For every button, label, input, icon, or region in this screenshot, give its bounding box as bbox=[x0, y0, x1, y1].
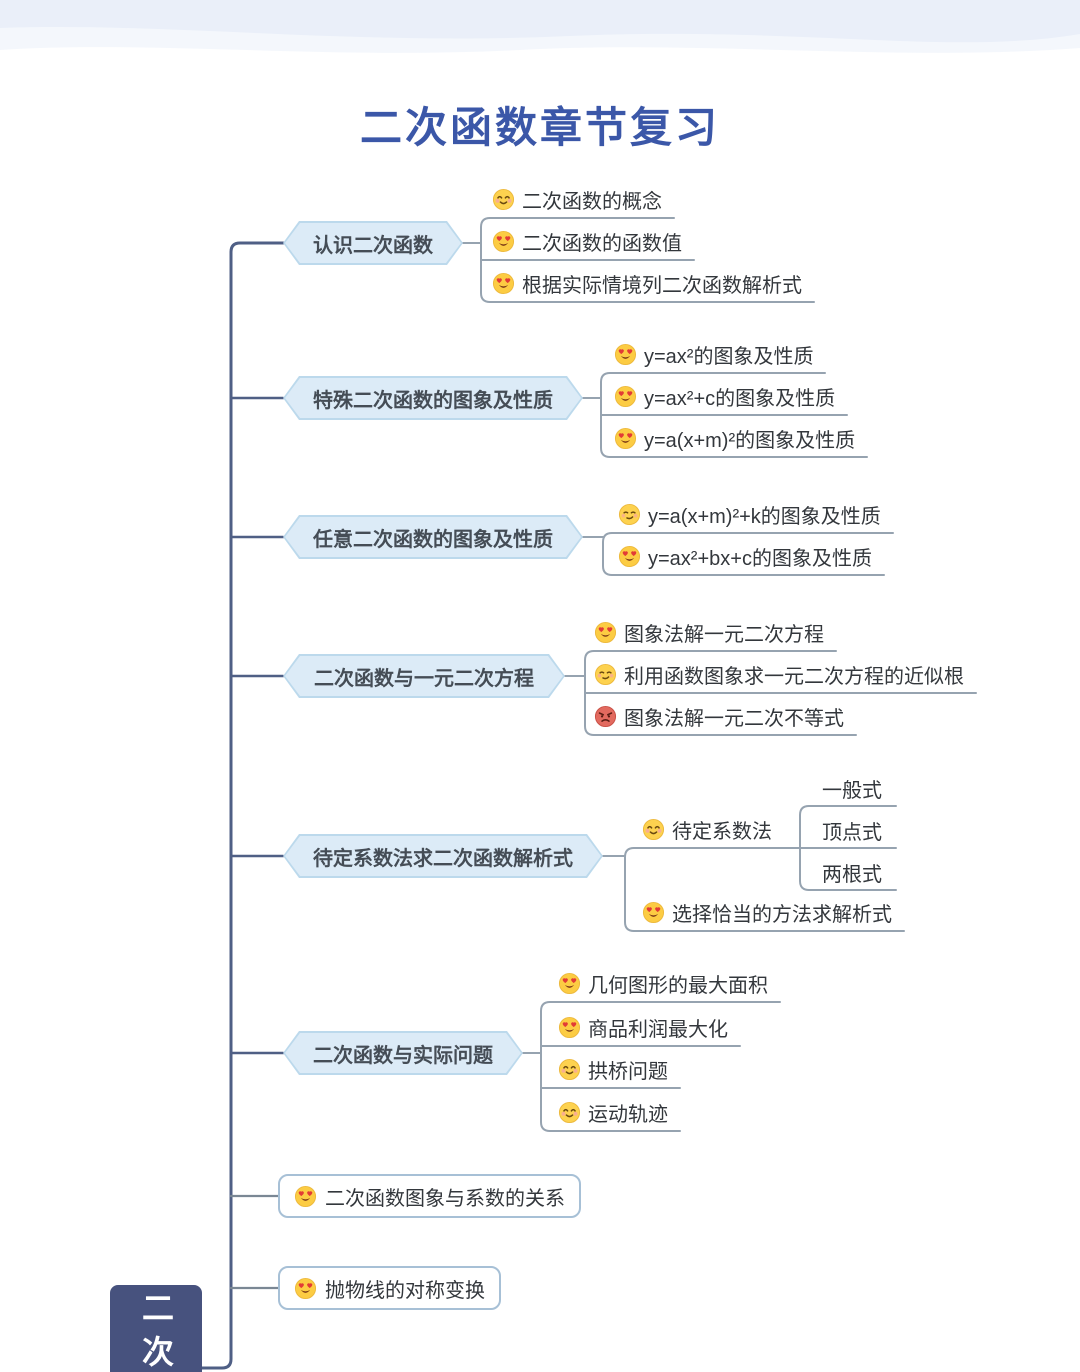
heart-eyes-emoji-icon bbox=[558, 972, 581, 995]
wave-shape bbox=[0, 0, 1080, 53]
topic-label: 两根式 bbox=[822, 863, 882, 886]
smiling-blush-emoji-icon bbox=[558, 1058, 581, 1081]
hexagon-fill-shape bbox=[285, 223, 461, 263]
topic-label: 二次函数与实际问题 bbox=[313, 1044, 493, 1067]
topic-label: y=ax²+bx+c的图象及性质 bbox=[648, 547, 872, 570]
topic-label: 二次函数图象与系数的关系 bbox=[325, 1187, 565, 1210]
topic-label: 几何图形的最大面积 bbox=[588, 974, 768, 997]
branch-topic-1[interactable]: 认识二次函数 bbox=[283, 221, 463, 265]
topic-label: 图象法解一元二次方程 bbox=[624, 623, 824, 646]
subtopic[interactable]: 利用函数图象求一元二次方程的近似根 bbox=[594, 656, 964, 692]
sub-subtopic[interactable]: 顶点式 bbox=[822, 813, 882, 847]
topic-label: 选择恰当的方法求解析式 bbox=[672, 903, 892, 926]
branch-topic-5[interactable]: 待定系数法求二次函数解析式 bbox=[283, 834, 603, 878]
connector-path bbox=[624, 847, 635, 932]
subtopic[interactable]: 图象法解一元二次不等式 bbox=[594, 698, 844, 734]
topic-label: 二次函数的函数值 bbox=[522, 232, 682, 255]
heart-eyes-emoji-icon bbox=[614, 427, 637, 450]
hexagon-fill-shape bbox=[285, 1033, 521, 1073]
smiling-blush-emoji-icon bbox=[558, 1101, 581, 1124]
sub-subtopic[interactable]: 一般式 bbox=[822, 771, 882, 805]
page-title: 二次函数章节复习 bbox=[359, 104, 720, 151]
topic-label: y=a(x+m)²的图象及性质 bbox=[644, 429, 856, 452]
heart-eyes-emoji-icon bbox=[614, 343, 637, 366]
smirk-emoji-icon bbox=[618, 503, 641, 526]
subtopic[interactable]: 商品利润最大化 bbox=[558, 1009, 728, 1045]
smirk-emoji-icon bbox=[594, 663, 617, 686]
subtopic[interactable]: 几何图形的最大面积 bbox=[558, 965, 768, 1001]
heart-eyes-emoji-icon bbox=[294, 1185, 317, 1208]
sub-subtopic[interactable]: 两根式 bbox=[822, 855, 882, 889]
topic-label: 认识二次函数 bbox=[313, 234, 433, 257]
subtopic[interactable]: 二次函数的概念 bbox=[492, 181, 662, 217]
subtopic[interactable]: y=ax²的图象及性质 bbox=[614, 336, 813, 372]
subtopic[interactable]: 二次函数的函数值 bbox=[492, 223, 682, 259]
subtopic[interactable]: y=a(x+m)²的图象及性质 bbox=[614, 420, 855, 456]
angry-face-emoji-icon bbox=[594, 705, 617, 728]
connector-path bbox=[192, 241, 285, 1370]
branch-topic-3[interactable]: 任意二次函数的图象及性质 bbox=[283, 515, 583, 559]
subtopic[interactable]: y=a(x+m)²+k的图象及性质 bbox=[618, 496, 881, 532]
topic-label: y=ax²的图象及性质 bbox=[644, 345, 814, 368]
topic-label: 二次 bbox=[138, 1291, 174, 1372]
heart-eyes-emoji-icon bbox=[618, 545, 641, 568]
heart-eyes-emoji-icon bbox=[642, 901, 665, 924]
topic-label: y=a(x+m)²+k的图象及性质 bbox=[648, 505, 881, 528]
subtopic[interactable]: y=ax²+c的图象及性质 bbox=[614, 378, 835, 414]
hexagon-fill-shape bbox=[285, 517, 581, 557]
subtopic[interactable]: y=ax²+bx+c的图象及性质 bbox=[618, 538, 872, 574]
topic-label: 特殊二次函数的图象及性质 bbox=[313, 389, 553, 412]
topic-label: 拱桥问题 bbox=[588, 1060, 668, 1083]
topic-label: 商品利润最大化 bbox=[588, 1018, 728, 1041]
hexagon-fill-shape bbox=[285, 836, 601, 876]
heart-eyes-emoji-icon bbox=[294, 1277, 317, 1300]
branch-topic-6[interactable]: 二次函数与实际问题 bbox=[283, 1031, 523, 1075]
heart-eyes-emoji-icon bbox=[594, 621, 617, 644]
subtopic[interactable]: 待定系数法 bbox=[642, 811, 772, 847]
connector-path bbox=[540, 1001, 551, 1132]
topic-label: 顶点式 bbox=[822, 821, 882, 844]
topic-label: 根据实际情境列二次函数解析式 bbox=[522, 274, 802, 297]
topic-label: 二次函数的概念 bbox=[522, 190, 662, 213]
smiling-blush-emoji-icon bbox=[642, 818, 665, 841]
subtopic[interactable]: 根据实际情境列二次函数解析式 bbox=[492, 265, 802, 301]
topic-label: 抛物线的对称变换 bbox=[325, 1279, 485, 1302]
topic-label: 待定系数法求二次函数解析式 bbox=[313, 847, 573, 870]
subtopic[interactable]: 图象法解一元二次方程 bbox=[594, 614, 824, 650]
root-topic[interactable]: 二次 bbox=[110, 1285, 202, 1372]
smiling-blush-emoji-icon bbox=[492, 188, 515, 211]
topic-label: 任意二次函数的图象及性质 bbox=[313, 528, 553, 551]
topic-label: 运动轨迹 bbox=[588, 1103, 668, 1126]
heart-eyes-emoji-icon bbox=[614, 385, 637, 408]
heart-eyes-emoji-icon bbox=[558, 1016, 581, 1039]
topic-label: 图象法解一元二次不等式 bbox=[624, 707, 844, 730]
branch-topic-2[interactable]: 特殊二次函数的图象及性质 bbox=[283, 376, 583, 420]
subtopic[interactable]: 选择恰当的方法求解析式 bbox=[642, 894, 892, 930]
hexagon-fill-shape bbox=[285, 378, 581, 418]
heart-eyes-emoji-icon bbox=[492, 272, 515, 295]
topic-label: 二次函数与一元二次方程 bbox=[314, 667, 534, 690]
topic-label: 一般式 bbox=[822, 779, 882, 802]
subtopic[interactable]: 拱桥问题 bbox=[558, 1051, 668, 1087]
connector-path bbox=[602, 532, 613, 576]
heart-eyes-emoji-icon bbox=[492, 230, 515, 253]
branch-topic-4[interactable]: 二次函数与一元二次方程 bbox=[283, 654, 565, 698]
leaf-topic-8[interactable]: 抛物线的对称变换 bbox=[278, 1266, 501, 1310]
subtopic[interactable]: 运动轨迹 bbox=[558, 1094, 668, 1130]
topic-label: y=ax²+c的图象及性质 bbox=[644, 387, 836, 410]
decorative-wave-banner bbox=[0, 0, 1080, 53]
leaf-topic-7[interactable]: 二次函数图象与系数的关系 bbox=[278, 1174, 581, 1218]
topic-label: 利用函数图象求一元二次方程的近似根 bbox=[624, 665, 964, 688]
hexagon-fill-shape bbox=[285, 656, 563, 696]
topic-label: 待定系数法 bbox=[672, 820, 772, 843]
